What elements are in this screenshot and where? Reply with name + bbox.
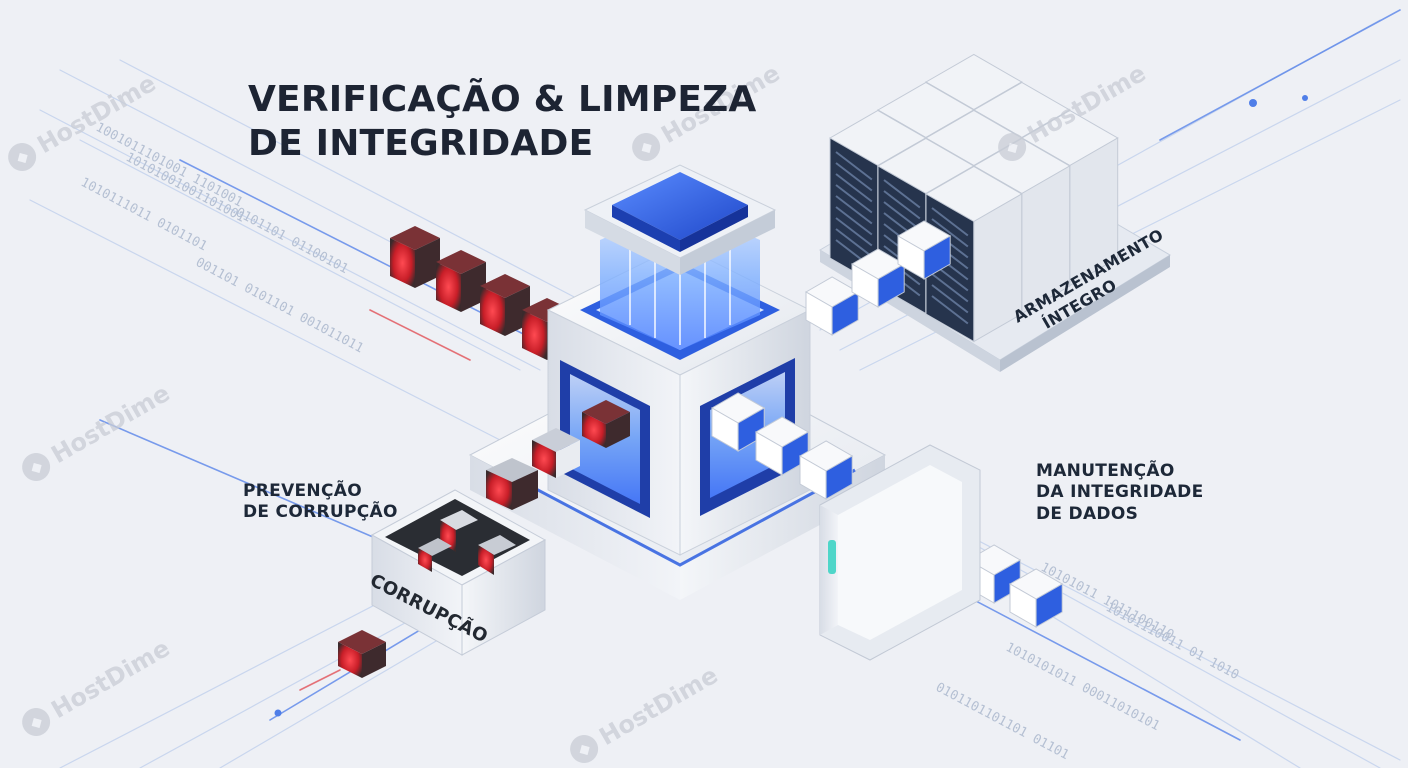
falling-corrupted-block [486,458,538,510]
verified-data-block [710,392,766,452]
corrupted-block [436,250,486,312]
corruption-prevention-label: PREVENÇÃO DE CORRUPÇÃO [243,481,398,523]
diagram-title: VERIFICAÇÃO & LIMPEZA DE INTEGRIDADE [248,78,756,166]
title-line-2: DE INTEGRIDADE [248,123,594,164]
verified-data-block [804,276,860,336]
corruption-bin [370,489,547,656]
verified-data-block [896,220,952,280]
corrupted-block [390,226,440,288]
title-line-1: VERIFICAÇÃO & LIMPEZA [248,79,757,120]
verified-data-block [754,416,810,476]
verified-data-block [798,440,854,500]
verification-gate [819,444,981,661]
verified-data-block [850,248,906,308]
server-rack-grid [828,53,1119,343]
verified-data-block [1008,568,1064,628]
discarded-corrupted-block [338,630,386,678]
block-being-scrubbed [532,400,630,478]
data-integrity-maintenance-label: MANUTENÇÃO DA INTEGRIDADE DE DADOS [1036,461,1204,524]
